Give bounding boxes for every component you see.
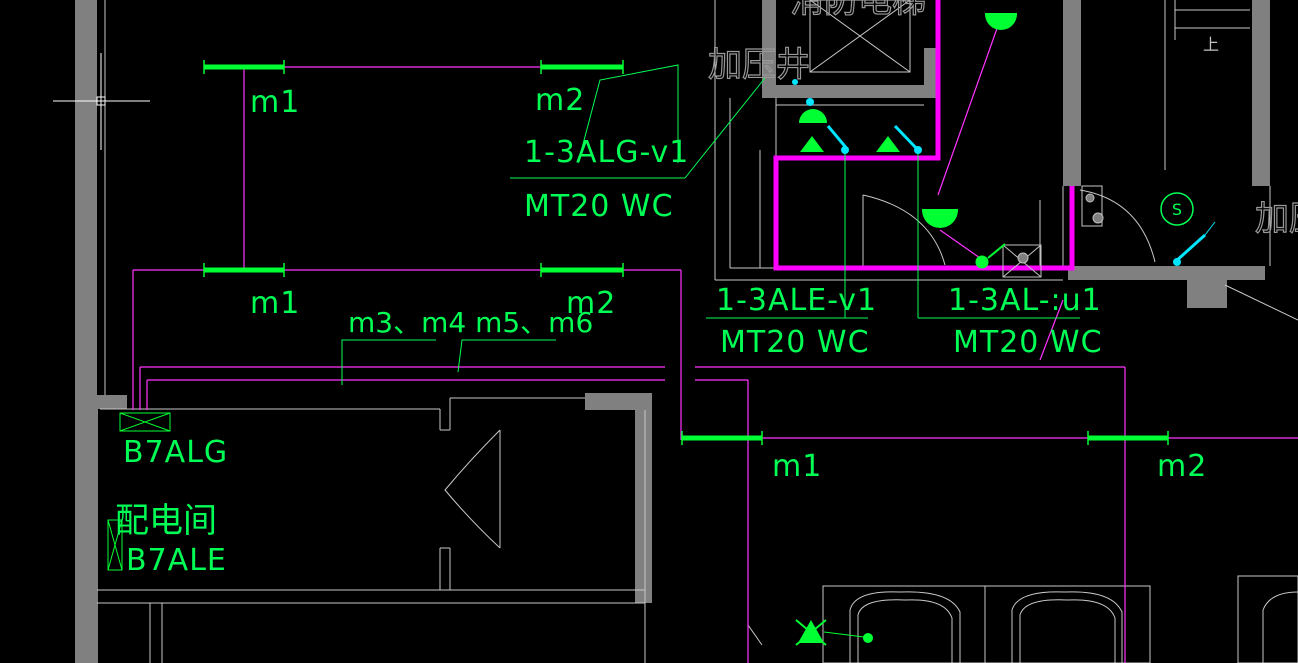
cad-crosshair-cursor-icon[interactable] [53, 53, 150, 150]
sensor-s-label: S [1172, 200, 1182, 219]
fire-zone-boundary [773, 0, 1075, 271]
distribution-panel-icon [107, 243, 1006, 571]
emergency-light-icon [795, 136, 900, 646]
label-circuit-group: m3、m4 m5、m6 [348, 306, 593, 339]
labels: m1 m2 m1 m2 m1 m2 m3、m4 m5、m6 1-3ALG-v1 … [115, 0, 1298, 578]
label-m1-b: m1 [250, 286, 300, 321]
label-m1-c: m1 [772, 449, 822, 484]
label-room-top: 消防电梯 [790, 0, 926, 21]
ceiling-light-icon [922, 209, 958, 228]
light-fixtures [203, 60, 1169, 445]
label-m2-a: m2 [535, 83, 585, 118]
junction-box-icon [1002, 193, 1104, 278]
column-block [1187, 266, 1227, 308]
ceiling-light-icon [799, 109, 827, 123]
walls [75, 0, 1270, 663]
shaft-wall-bottom [762, 85, 938, 98]
ceiling-light-icon [985, 13, 1017, 30]
label-b7alg: B7ALG [123, 435, 228, 470]
power-room-top-wall [97, 395, 127, 409]
label-m2-b: m2 [566, 286, 616, 321]
label-al-u1: 1-3AL-:u1 [948, 283, 1102, 318]
stair-wall-right [1252, 0, 1270, 186]
label-room-pressurize-a: 加压井 [708, 45, 810, 85]
leader-lines [341, 64, 1080, 385]
wall-switch-icon [792, 79, 1216, 266]
label-mt20-b: MT20 WC [720, 325, 870, 360]
label-alg-v1: 1-3ALG-v1 [524, 135, 689, 170]
label-m1-a: m1 [250, 85, 300, 120]
label-b7ale: B7ALE [126, 543, 227, 578]
label-ale-v1: 1-3ALE-v1 [716, 283, 877, 318]
left-wall-lower [84, 395, 98, 663]
label-mt20-a: MT20 WC [524, 189, 674, 224]
power-room-right-col [635, 393, 652, 603]
shaft-wall-left [762, 0, 776, 98]
shaft-wall-right [924, 48, 938, 98]
stair-wall-left [1063, 0, 1081, 186]
smoke-detector-icon: S [1160, 192, 1194, 226]
corridor-wall [1068, 266, 1265, 280]
label-room-pressurize-b: 加压 [1255, 199, 1298, 239]
label-room-top-right: 上 [1203, 35, 1219, 54]
label-m2-c: m2 [1157, 449, 1207, 484]
label-room-power: 配电间 [115, 501, 217, 541]
label-mt20-c: MT20 WC [953, 325, 1103, 360]
